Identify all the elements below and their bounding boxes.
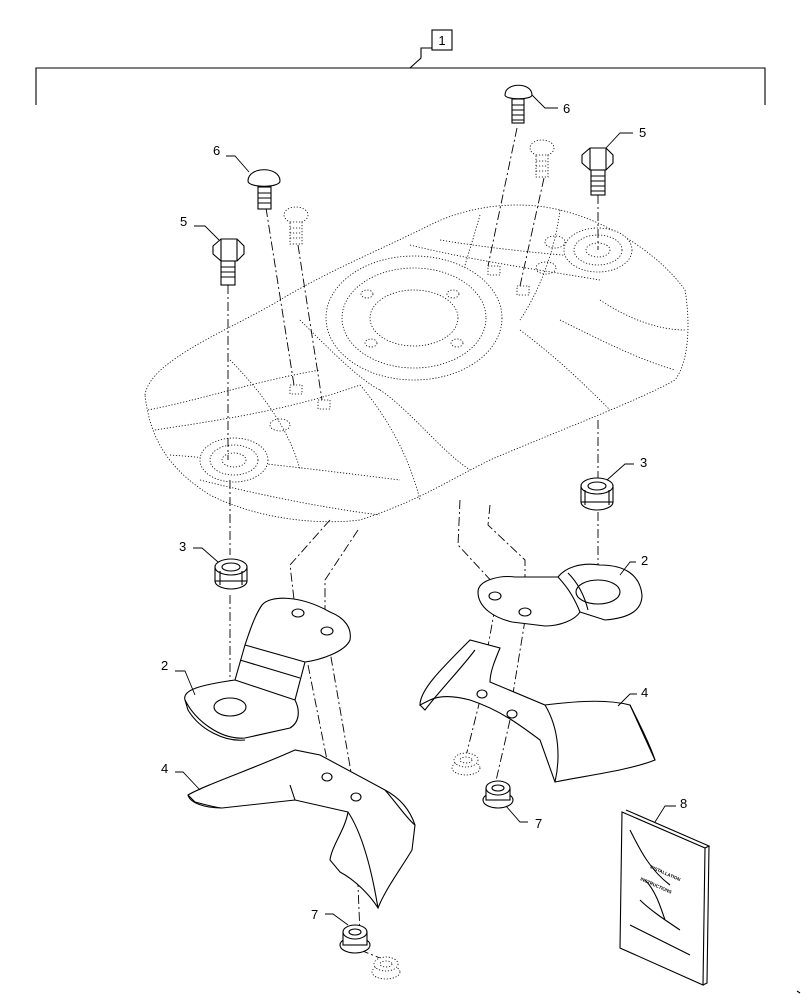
corner-mark	[796, 990, 801, 994]
phantom-housing	[144, 204, 689, 523]
callout-8: 8	[654, 796, 687, 823]
flange-nut-7-right	[482, 780, 514, 809]
carriage-bolt-6-top-right	[504, 84, 533, 124]
callout-label: 7	[535, 816, 542, 831]
assembly-callout-label: 1	[438, 33, 445, 48]
callout-label: 4	[641, 685, 648, 700]
callout-6-top-right: 6	[531, 94, 570, 116]
callout-6-top-left: 6	[213, 143, 250, 173]
callout-label: 2	[161, 658, 168, 673]
callout-label: 5	[180, 214, 187, 229]
lock-nut-3-left	[214, 558, 248, 590]
phantom-carriage-bolt-left	[283, 206, 309, 245]
callout-4-left: 4	[161, 761, 201, 791]
callout-label: 7	[311, 907, 318, 922]
callout-7-left: 7	[311, 907, 349, 926]
assembly-bracket: 1	[35, 29, 766, 105]
flange-nut-7-left	[339, 924, 371, 954]
phantom-carriage-bolt-right	[529, 139, 555, 178]
callout-5-left: 5	[180, 214, 220, 241]
callout-4-right: 4	[617, 685, 648, 707]
lock-nut-3-right	[580, 477, 614, 511]
callout-label: 6	[563, 101, 570, 116]
callout-label: 6	[213, 143, 220, 158]
callout-label: 5	[639, 125, 646, 140]
instruction-booklet-8: INSTALLATION INSTRUCTIONS	[619, 809, 711, 986]
mount-bracket-2-left	[184, 597, 351, 741]
hex-bolt-5-right	[581, 147, 614, 196]
callout-label: 8	[680, 796, 687, 811]
callout-3-left: 3	[179, 539, 219, 563]
hex-bolt-5-left	[212, 238, 245, 286]
callout-label: 3	[640, 455, 647, 470]
assembly-center-lines	[227, 127, 599, 961]
callout-2-left: 2	[161, 658, 196, 696]
mount-bracket-2-right	[477, 563, 643, 627]
carriage-bolt-6-top-left	[247, 169, 281, 210]
callout-5-right: 5	[605, 125, 646, 149]
callout-2-right: 2	[619, 553, 648, 576]
shield-4-right	[419, 639, 656, 783]
callout-3-right: 3	[606, 455, 647, 481]
callout-label: 3	[179, 539, 186, 554]
callout-7-right: 7	[505, 805, 542, 831]
phantom-flange-nut-right	[451, 752, 481, 776]
callout-label: 2	[641, 553, 648, 568]
phantom-flange-nut-left	[371, 956, 401, 980]
shield-4-left	[187, 749, 416, 910]
callout-label: 4	[161, 761, 168, 776]
